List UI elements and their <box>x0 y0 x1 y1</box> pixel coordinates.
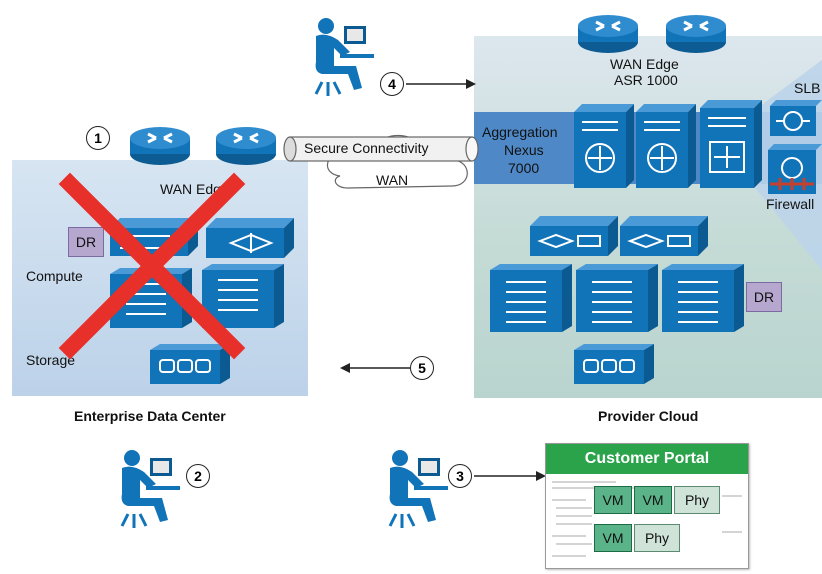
enterprise-dr-tag: DR <box>68 227 104 257</box>
server-icon <box>662 264 744 332</box>
provider-dr-tag: DR <box>746 282 782 312</box>
portal-vm-block[interactable]: VM <box>594 524 632 552</box>
user-at-workstation-icon <box>388 450 448 528</box>
portal-vm-block[interactable]: VM <box>634 486 672 514</box>
secure-connectivity-label: Secure Connectivity <box>304 140 429 156</box>
secure-tunnel <box>283 136 479 162</box>
arrow-icon <box>406 79 476 89</box>
portal-title: Customer Portal <box>546 444 748 474</box>
load-balancer-icon <box>770 100 822 136</box>
server-icon <box>202 264 284 328</box>
switch-icon <box>620 216 708 256</box>
server-icon <box>490 264 572 332</box>
enterprise-wan-edge-label: WAN Edge <box>160 181 229 197</box>
switch-icon <box>636 104 696 188</box>
storage-icon <box>150 344 230 384</box>
provider-asr-label: ASR 1000 <box>614 72 678 88</box>
router-icon <box>216 127 276 165</box>
firewall-label: Firewall <box>766 196 815 212</box>
failure-x-icon <box>58 172 246 360</box>
step-1-badge: 1 <box>86 126 110 150</box>
nexus-model-label: 7000 <box>508 160 540 176</box>
user-at-workstation-icon <box>314 18 374 96</box>
customer-portal-window: Customer Portal VM VM Phy VM Phy <box>545 443 749 569</box>
storage-label: Storage <box>26 352 76 368</box>
switch-icon <box>206 218 294 258</box>
provider-wan-edge-label: WAN Edge <box>610 56 679 72</box>
aggregation-label: Aggregation <box>482 124 558 140</box>
switch-icon <box>530 216 618 256</box>
router-icon <box>130 127 190 165</box>
compute-label: Compute <box>26 268 83 284</box>
router-icon <box>578 15 638 53</box>
step-2-badge: 2 <box>186 464 210 488</box>
portal-phy-block[interactable]: Phy <box>634 524 680 552</box>
firewall-icon <box>768 144 822 194</box>
portal-phy-block[interactable]: Phy <box>674 486 720 514</box>
slb-label: SLB <box>794 80 821 96</box>
storage-icon <box>574 344 654 384</box>
server-icon <box>576 264 658 332</box>
switch-icon <box>700 100 762 188</box>
arrow-icon <box>474 471 546 481</box>
step-4-badge: 4 <box>380 72 404 96</box>
switch-icon <box>574 104 634 188</box>
router-icon <box>666 15 726 53</box>
step-5-badge: 5 <box>410 356 434 380</box>
arrow-icon <box>340 363 410 373</box>
enterprise-caption: Enterprise Data Center <box>74 408 226 424</box>
nexus-label: Nexus <box>504 142 544 158</box>
user-at-workstation-icon <box>120 450 180 528</box>
portal-vm-block[interactable]: VM <box>594 486 632 514</box>
provider-caption: Provider Cloud <box>598 408 699 424</box>
step-3-badge: 3 <box>448 464 472 488</box>
wan-cloud-label: WAN <box>376 172 409 188</box>
